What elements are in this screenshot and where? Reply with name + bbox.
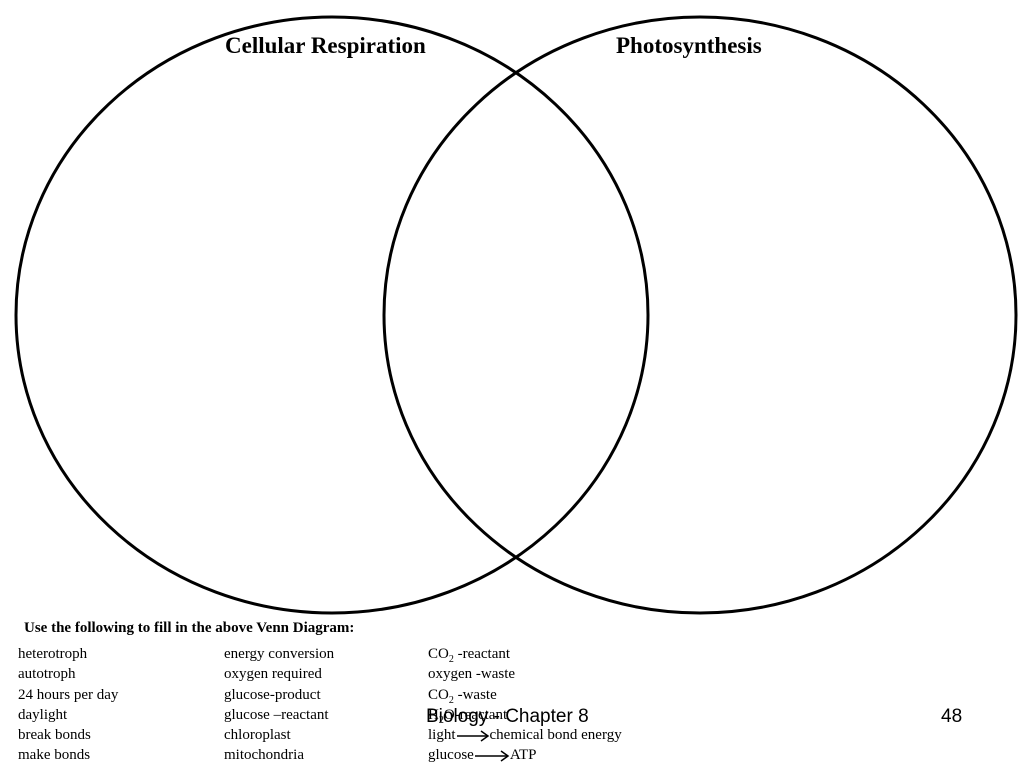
- page-number: 48: [941, 706, 963, 727]
- word-bank-term-h2o-reactant: H2O-reactant: [428, 706, 508, 726]
- footer-course-label: Biology - Chapter 8: [426, 706, 589, 727]
- word-bank-term-oxygen-waste: oxygen -waste: [428, 666, 516, 683]
- photosynthesis-title: Photosynthesis: [616, 33, 762, 58]
- word-bank-term: mitochondria: [224, 747, 304, 764]
- word-bank-term: heterotroph: [18, 646, 88, 662]
- word-bank-column-2: energy conversion oxygen required glucos…: [224, 644, 334, 766]
- word-bank-term: glucose-product: [224, 686, 321, 703]
- word-bank-column-3: CO2 -reactant oxygen -waste CO2 -waste H…: [428, 644, 622, 766]
- word-bank-term: glucose –reactant: [224, 706, 329, 723]
- right-arrow-icon: [474, 750, 510, 762]
- word-bank-term: 24 hours per day: [18, 686, 119, 703]
- word-bank-term: make bonds: [18, 747, 91, 764]
- word-bank-term: oxygen required: [224, 666, 322, 683]
- word-bank-instruction: Use the following to fill in the above V…: [24, 620, 355, 636]
- word-bank-term: break bonds: [18, 727, 91, 744]
- right-arrow-icon: [456, 730, 489, 742]
- word-bank-column-1: heterotroph autotroph 24 hours per day d…: [18, 644, 118, 766]
- word-bank-term: chloroplast: [224, 727, 291, 744]
- word-bank-term-co2-waste: CO2 -waste: [428, 686, 497, 706]
- cellular-respiration-circle: [14, 15, 650, 615]
- word-bank-term: autotroph: [18, 666, 76, 683]
- photosynthesis-circle: [382, 15, 1018, 615]
- word-bank-term: energy conversion: [224, 646, 335, 662]
- word-bank-term: daylight: [18, 706, 68, 723]
- cellular-respiration-title: Cellular Respiration: [225, 33, 426, 58]
- word-bank-term-co2-reactant: CO2 -reactant: [428, 646, 511, 665]
